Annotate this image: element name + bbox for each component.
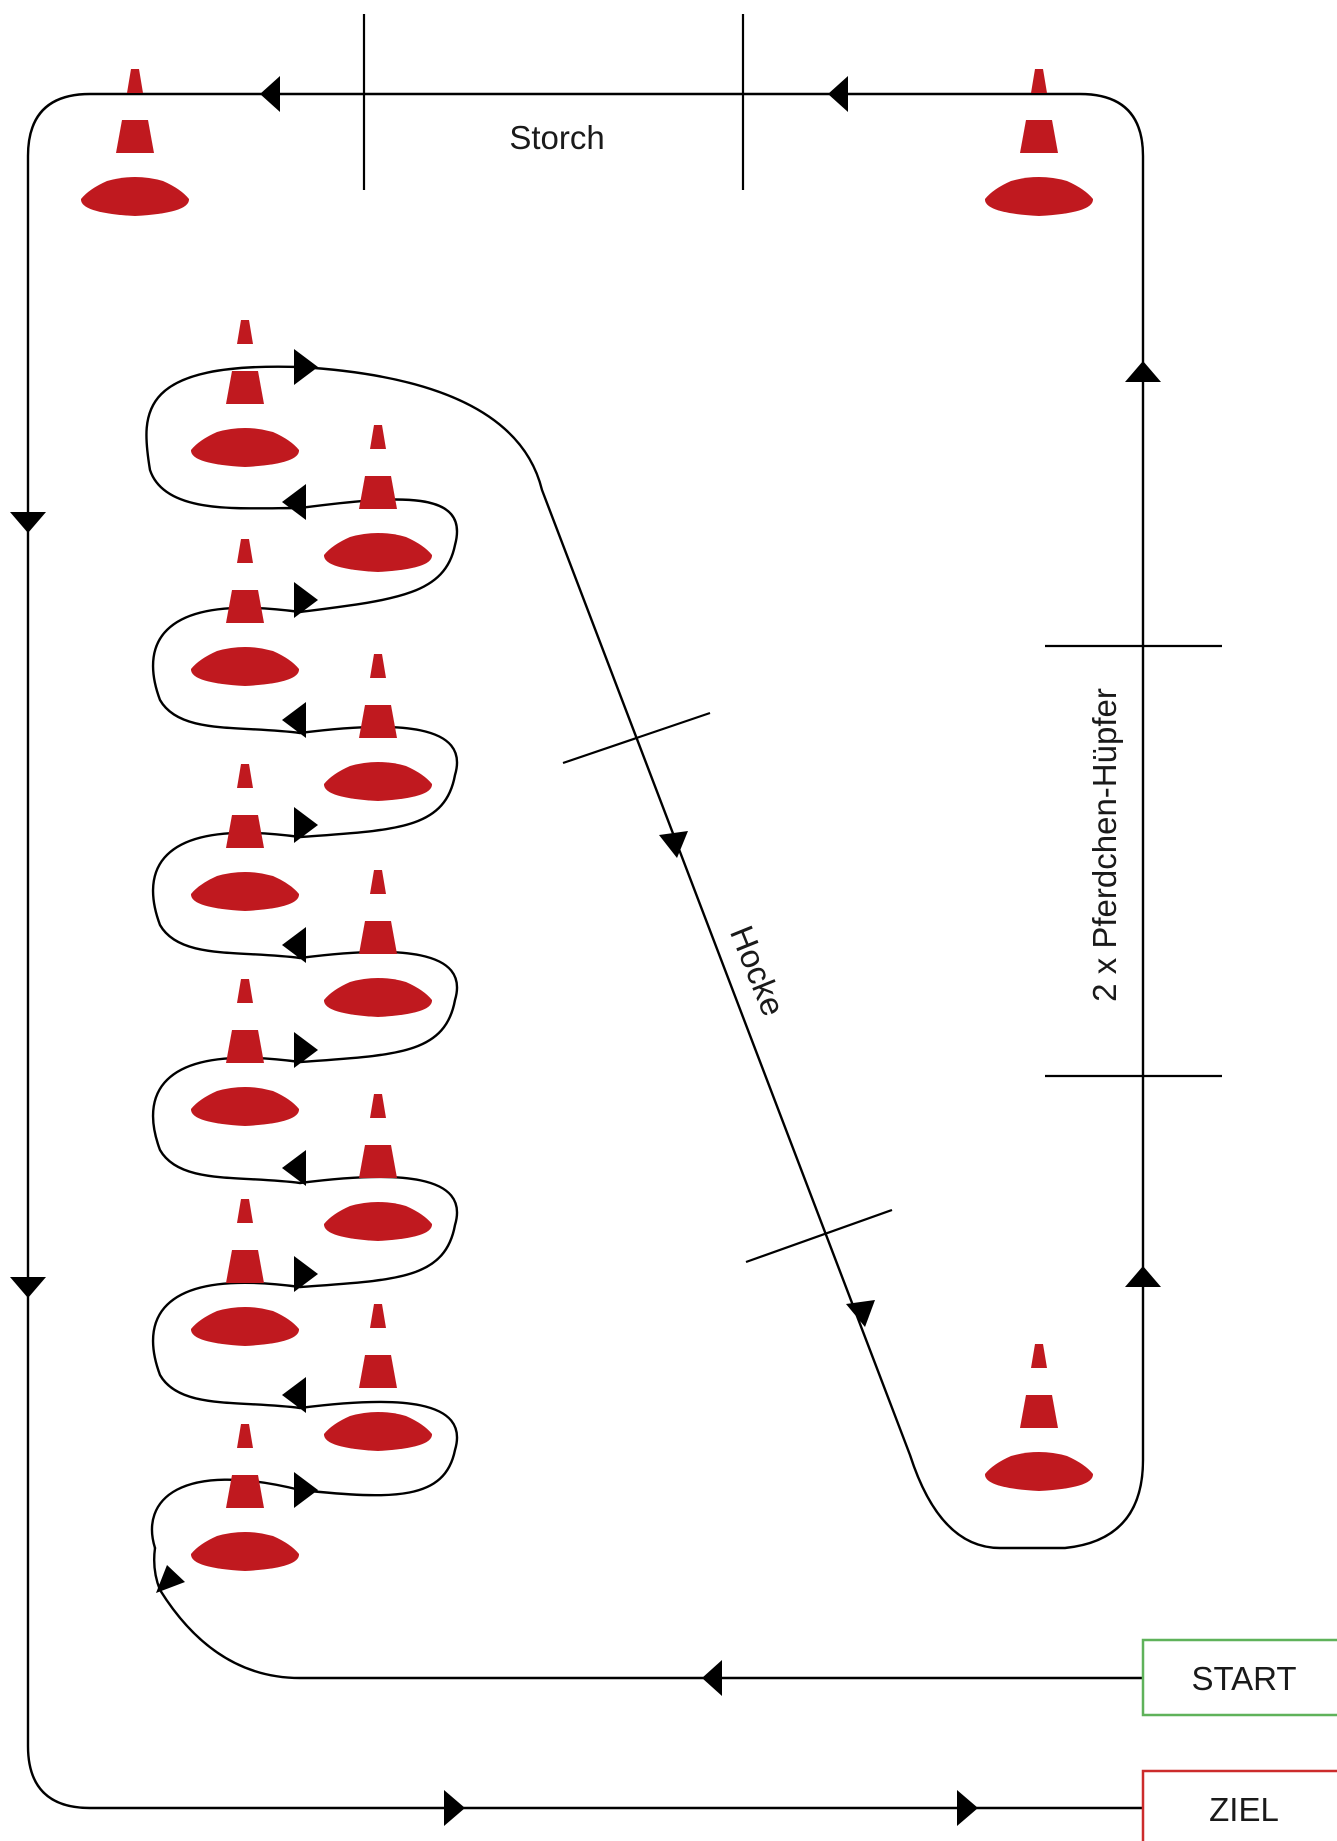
arrow-slalom-10: [282, 1377, 306, 1413]
arrow-slalom-11: [294, 1472, 318, 1508]
cone-icon: [323, 425, 433, 572]
arrow-slalom-1: [294, 349, 318, 385]
cone-icon: [984, 1344, 1094, 1491]
cone-icon: [190, 1199, 300, 1346]
start-path: [152, 1546, 1145, 1680]
arrow-right-2: [1125, 1266, 1161, 1287]
arrow-bottom-2: [957, 1790, 978, 1826]
arrow-slalom-5: [294, 807, 318, 843]
arrow-left-2: [10, 1277, 46, 1298]
arrow-slalom-2: [282, 484, 306, 520]
arrow-slalom-8: [282, 1150, 306, 1186]
cone-icon: [323, 1304, 433, 1451]
hocke-label: Hocke: [723, 920, 792, 1021]
arrow-start: [702, 1660, 722, 1696]
cone-icon: [190, 764, 300, 911]
slalom-path: [145, 365, 459, 1550]
arrow-top-1: [260, 76, 280, 112]
arrow-hocke-2: [846, 1300, 875, 1327]
cone-icon: [80, 69, 190, 216]
arrow-left-1: [10, 512, 46, 533]
cone-icon: [190, 539, 300, 686]
cone-icon: [190, 1424, 300, 1571]
hocke-marker-bottom: [745, 1208, 893, 1264]
arrow-slalom-4: [282, 702, 306, 738]
start-box: [1141, 1638, 1337, 1717]
arrow-start-curve: [156, 1565, 185, 1593]
cone-icon: [190, 979, 300, 1126]
cone-icon: [323, 870, 433, 1017]
arrow-slalom-3: [294, 582, 318, 618]
ziel-label: ZIEL: [1209, 1791, 1279, 1828]
arrow-slalom-7: [294, 1032, 318, 1068]
cone-icon: [984, 69, 1094, 216]
arrow-bottom-1: [444, 1790, 465, 1826]
arrow-top-2: [828, 76, 848, 112]
arrow-slalom-6: [282, 927, 306, 963]
cone-icon: [323, 1094, 433, 1241]
arrow-slalom-9: [294, 1256, 318, 1292]
hocke-marker-top: [562, 711, 711, 765]
start-label: START: [1191, 1660, 1296, 1697]
ziel-box: [1141, 1769, 1337, 1841]
arrow-hocke-1: [659, 831, 688, 858]
cone-icon: [190, 320, 300, 467]
arrow-right-1: [1125, 361, 1161, 382]
pferdchen-label: 2 x Pferdchen-Hüpfer: [1086, 688, 1123, 1002]
outer-course-path: [26, 92, 1152, 1810]
storch-label: Storch: [509, 119, 604, 156]
